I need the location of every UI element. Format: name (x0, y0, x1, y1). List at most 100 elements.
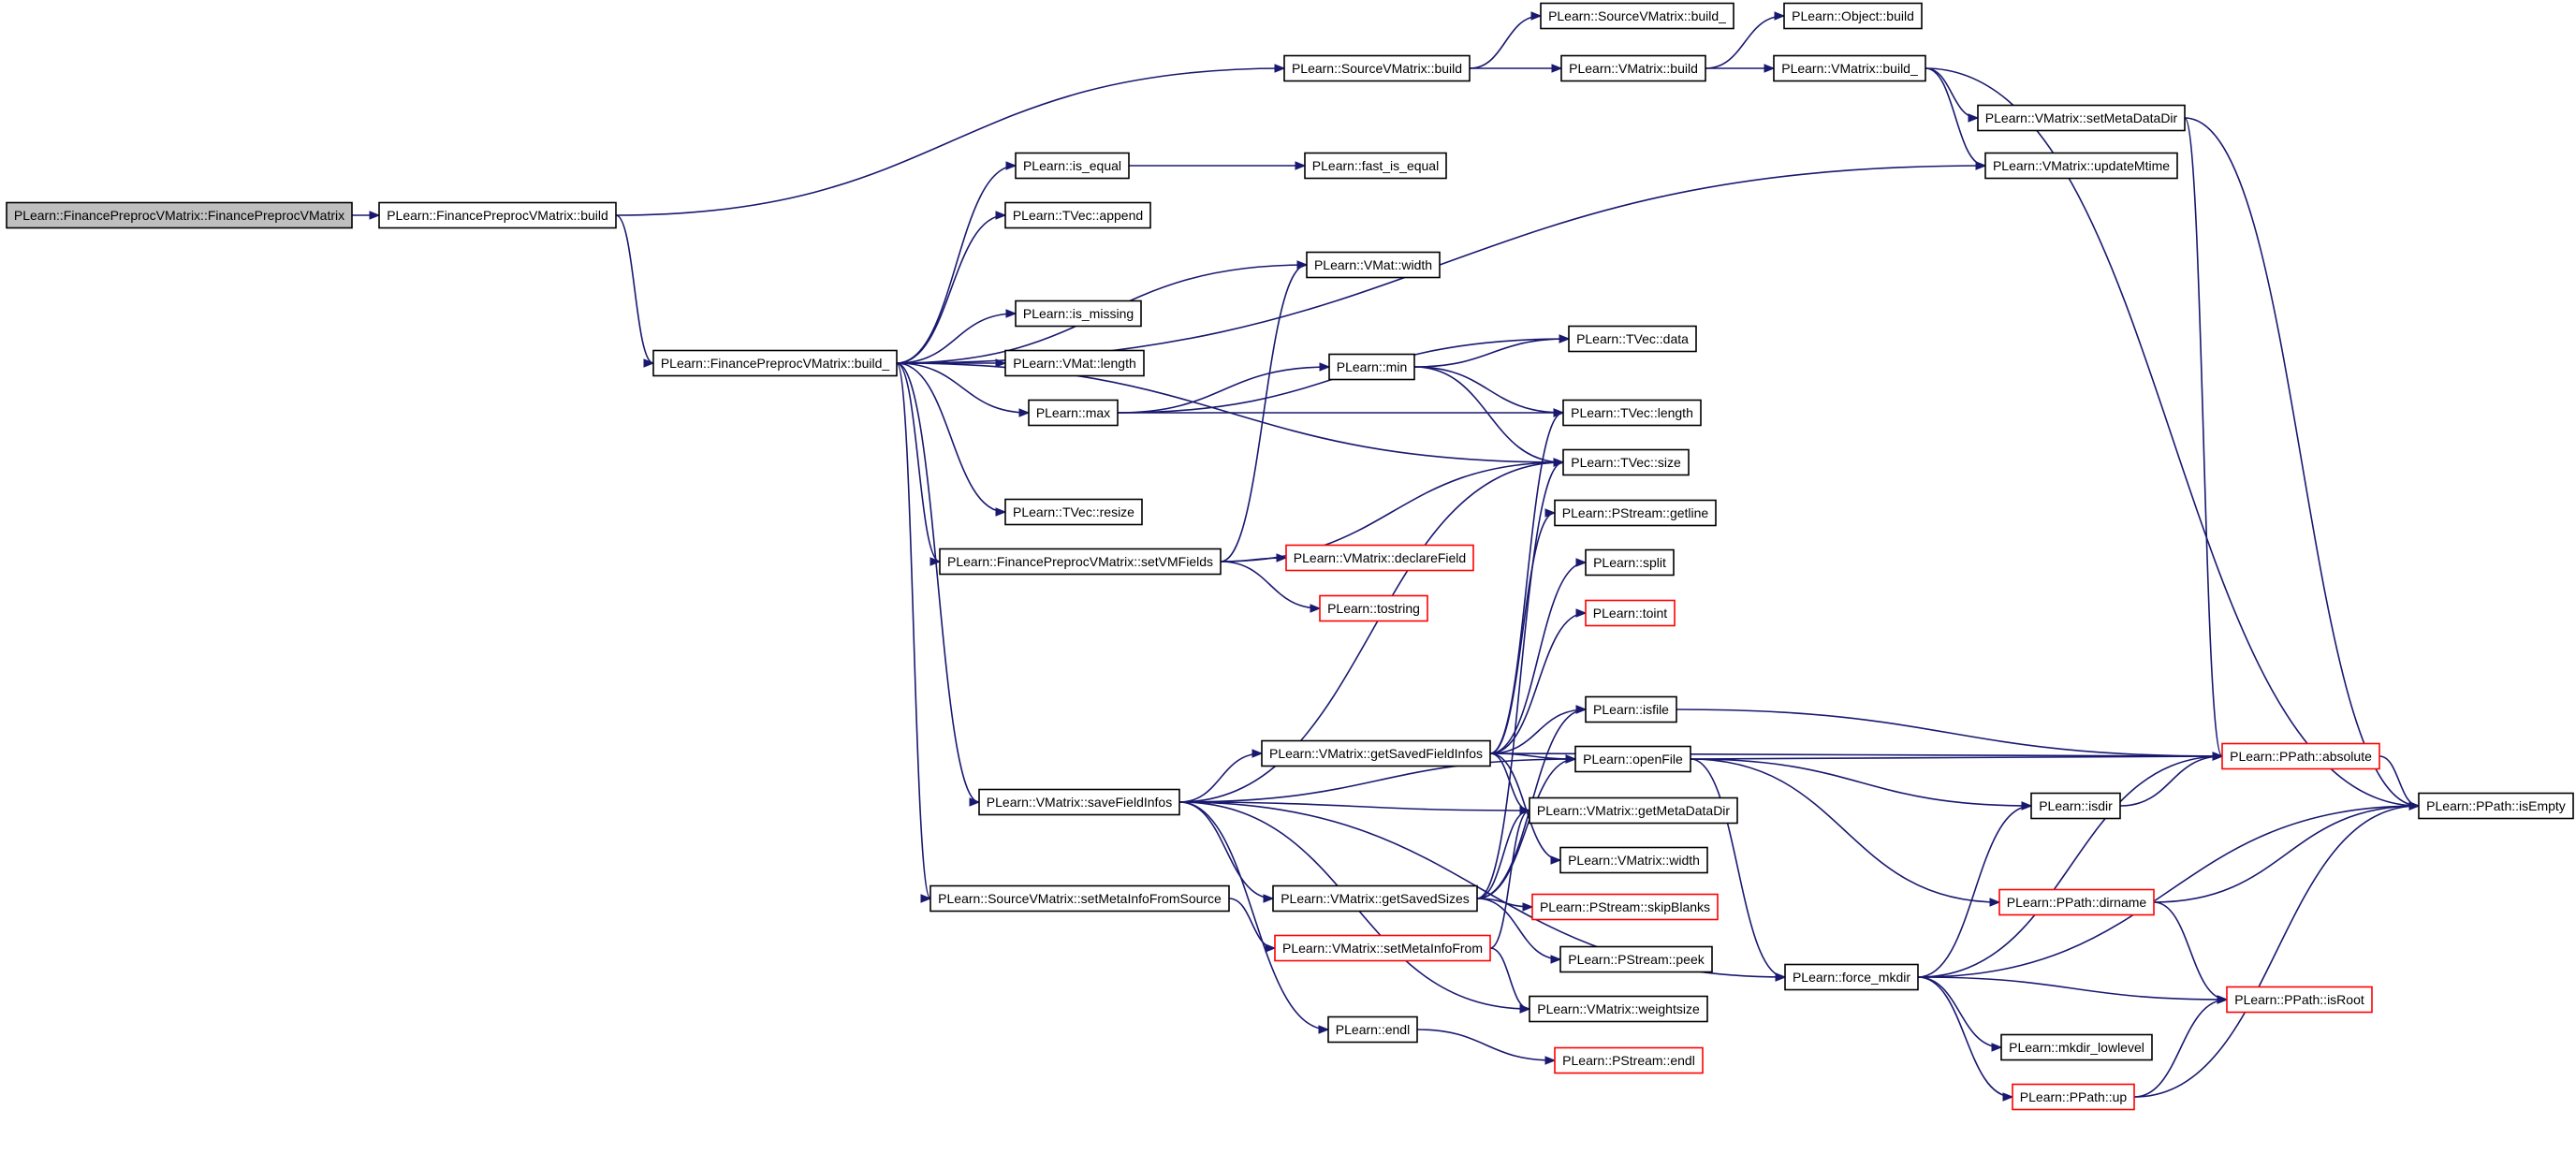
graph-edge (896, 362, 1007, 517)
graph-node[interactable]: PLearn::VMatrix::build_ (1773, 54, 1926, 82)
edge-line (1413, 366, 1564, 463)
graph-node[interactable]: PLearn::VMatrix::build (1560, 54, 1706, 82)
graph-node[interactable]: PLearn::VMatrix::saveFieldInfos (978, 788, 1180, 816)
graph-node[interactable]: PLearn::VMatrix::width (1559, 846, 1708, 874)
edge-line (1416, 1029, 1556, 1061)
graph-node[interactable]: PLearn::VMatrix::setMetaInfoFrom (1274, 934, 1491, 962)
arrowhead (2212, 752, 2224, 761)
graph-node[interactable]: PLearn::VMatrix::getSavedSizes (1272, 884, 1478, 913)
graph-node[interactable]: PLearn::split (1585, 548, 1675, 577)
edge-line (1117, 366, 1330, 414)
node-label: PLearn::min (1337, 359, 1407, 374)
graph-edge (615, 64, 1286, 216)
graph-node[interactable]: PLearn::tostring (1319, 594, 1428, 622)
edge-line (1489, 562, 1587, 754)
graph-edge (896, 309, 1017, 364)
graph-node[interactable]: PLearn::TVec::length (1562, 399, 1702, 427)
graph-node[interactable]: PLearn::fast_is_equal (1304, 152, 1447, 180)
node-label: PLearn::VMatrix::saveFieldInfos (987, 795, 1172, 810)
graph-node[interactable]: PLearn::is_missing (1015, 299, 1142, 328)
node-box (1554, 499, 1717, 527)
graph-edge (2184, 117, 2421, 811)
graph-node[interactable]: PLearn::toint (1585, 599, 1676, 627)
edge-line (1489, 612, 1587, 754)
graph-node[interactable]: PLearn::Object::build (1783, 2, 1923, 30)
node-label: PLearn::TVec::size (1571, 455, 1681, 470)
graph-node[interactable]: PLearn::PStream::endl (1554, 1046, 1704, 1074)
graph-node[interactable]: PLearn::TVec::size (1562, 448, 1690, 476)
graph-node[interactable]: PLearn::SourceVMatrix::build (1283, 54, 1471, 82)
arrowhead (1775, 972, 1787, 982)
graph-node[interactable]: PLearn::PPath::up (2012, 1083, 2135, 1111)
edge-line (896, 362, 1030, 414)
graph-node[interactable]: PLearn::openFile (1574, 745, 1691, 773)
graph-node[interactable]: PLearn::PPath::dirname (1998, 888, 2155, 916)
graph-edge (1705, 64, 1776, 73)
graph-node[interactable]: PLearn::PPath::absolute (2221, 742, 2380, 770)
graph-node[interactable]: PLearn::isdir (2030, 792, 2121, 820)
graph-node[interactable]: PLearn::TVec::append (1004, 201, 1151, 229)
graph-node[interactable]: PLearn::PStream::skipBlanks (1531, 893, 1719, 921)
graph-node[interactable]: PLearn::min (1328, 353, 1415, 381)
node-box (1015, 299, 1142, 328)
graph-node[interactable]: PLearn::VMat::length (1004, 349, 1145, 377)
graph-node[interactable]: PLearn::FinancePreprocVMatrix::build_ (652, 349, 898, 377)
node-label: PLearn::openFile (1583, 752, 1683, 767)
node-box (1529, 995, 1708, 1023)
graph-node[interactable]: PLearn::VMat::width (1306, 251, 1441, 279)
edge-line (1178, 752, 1263, 803)
arrowhead (1265, 943, 1277, 953)
node-box (2012, 1083, 2135, 1111)
graph-node[interactable]: PLearn::PStream::getline (1554, 499, 1717, 527)
node-label: PLearn::max (1036, 405, 1110, 420)
edge-line (896, 362, 980, 803)
graph-edge (1917, 976, 2229, 1004)
node-label: PLearn::PPath::absolute (2230, 749, 2372, 764)
graph-node[interactable]: PLearn::VMatrix::getMetaDataDir (1529, 796, 1738, 825)
graph-node[interactable]: PLearn::VMatrix::weightsize (1529, 995, 1708, 1023)
graph-edge (1690, 758, 1787, 982)
graph-node[interactable]: PLearn::VMatrix::setMetaDataDir (1977, 104, 2186, 132)
graph-node[interactable]: PLearn::endl (1327, 1015, 1418, 1044)
arrowhead (1519, 1004, 1531, 1014)
node-box (378, 201, 617, 229)
edge-line (2133, 805, 2420, 1098)
node-label: PLearn::PStream::skipBlanks (1540, 899, 1710, 914)
graph-node[interactable]: PLearn::mkdir_lowlevel (2000, 1033, 2153, 1061)
graph-node[interactable]: PLearn::VMatrix::declareField (1285, 544, 1474, 572)
edge-line (1489, 947, 1530, 1010)
arrowhead (1559, 334, 1571, 343)
graph-node[interactable]: PLearn::FinancePreprocVMatrix::setVMFiel… (939, 548, 1222, 576)
edge-line (2184, 117, 2420, 807)
graph-node[interactable]: PLearn::SourceVMatrix::setMetaInfoFromSo… (929, 884, 1230, 913)
arrowhead (1276, 553, 1288, 562)
graph-node[interactable]: PLearn::PStream::peek (1559, 945, 1713, 973)
graph-node[interactable]: PLearn::PPath::isEmpty (2418, 792, 2574, 820)
node-box (1977, 104, 2186, 132)
graph-node[interactable]: PLearn::TVec::data (1568, 325, 1697, 353)
node-box (1319, 594, 1428, 622)
node-label: PLearn::FinancePreprocVMatrix::build_ (661, 356, 890, 371)
graph-node[interactable]: PLearn::isfile (1585, 695, 1677, 723)
graph-node[interactable]: PLearn::PPath::isRoot (2226, 986, 2373, 1014)
graph-node[interactable]: PLearn::FinancePreprocVMatrix::build (378, 201, 617, 229)
graph-node[interactable]: PLearn::max (1028, 399, 1119, 427)
edge-line (1413, 338, 1570, 368)
graph-node[interactable]: PLearn::VMatrix::updateMtime (1984, 152, 2178, 180)
node-box (1568, 325, 1697, 353)
node-box (1585, 695, 1677, 723)
graph-node[interactable]: PLearn::VMatrix::getSavedFieldInfos (1261, 739, 1491, 767)
arrowhead (1296, 260, 1309, 270)
node-label: PLearn::PPath::up (2020, 1089, 2128, 1104)
node-label: PLearn::split (1593, 555, 1666, 570)
graph-edge (896, 362, 981, 807)
graph-node[interactable]: PLearn::force_mkdir (1784, 963, 1919, 991)
graph-node[interactable]: PLearn::SourceVMatrix::build_ (1540, 2, 1734, 30)
graph-node[interactable]: PLearn::is_equal (1015, 152, 1130, 180)
node-label: PLearn::VMat::length (1013, 356, 1136, 371)
node-label: PLearn::SourceVMatrix::build_ (1548, 8, 1726, 23)
edge-line (1469, 15, 1542, 69)
graph-node[interactable]: PLearn::TVec::resize (1004, 498, 1143, 526)
arrowhead (1544, 1056, 1557, 1065)
node-label: PLearn::VMatrix::weightsize (1537, 1001, 1700, 1016)
